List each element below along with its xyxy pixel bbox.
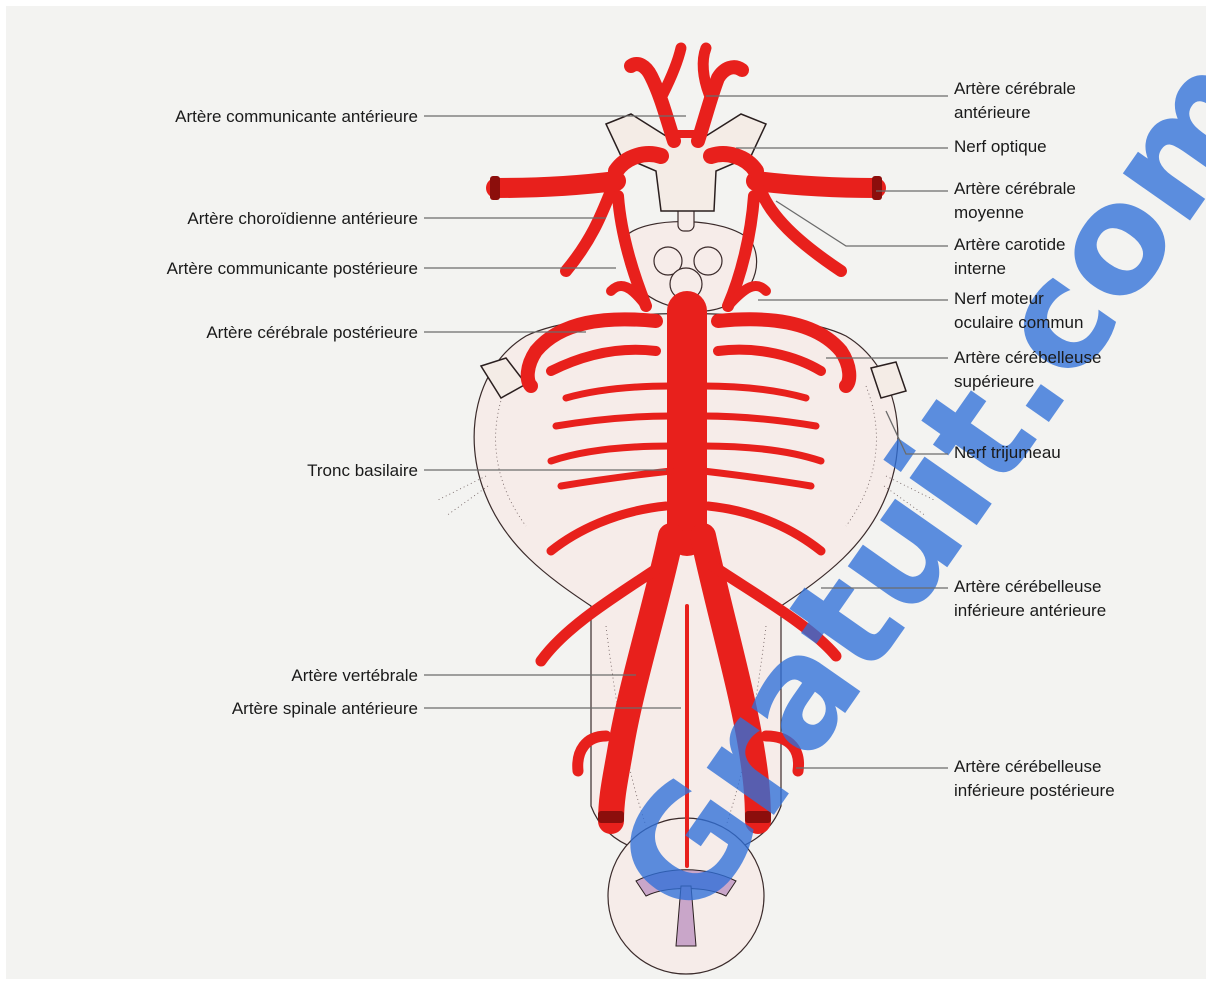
label-cerebelleuse-inf-posterieure-l1: Artère cérébelleuse — [954, 757, 1101, 776]
label-carotide-interne-l2: interne — [954, 259, 1006, 278]
labels-left: Artère communicante antérieure Artère ch… — [167, 107, 418, 718]
label-nerf-moteur-l2: oculaire commun — [954, 313, 1083, 332]
label-carotide-interne-l1: Artère carotide — [954, 235, 1066, 254]
label-cerebelleuse-inf-anterieure-l1: Artère cérébelleuse — [954, 577, 1101, 596]
label-communicante-posterieure: Artère communicante postérieure — [167, 259, 418, 278]
label-cerebrale-posterieure: Artère cérébrale postérieure — [206, 323, 418, 342]
label-cerebrale-anterieure-l1: Artère cérébrale — [954, 79, 1076, 98]
label-nerf-optique: Nerf optique — [954, 137, 1047, 156]
label-cerebrale-anterieure-l2: antérieure — [954, 103, 1031, 122]
label-vertebrale: Artère vertébrale — [291, 666, 418, 685]
label-cerebelleuse-superieure-l1: Artère cérébelleuse — [954, 348, 1101, 367]
label-communicante-anterieure: Artère communicante antérieure — [175, 107, 418, 126]
diagram-figure: Gratuit.com Artère communicante antérieu… — [6, 6, 1206, 979]
label-choroidienne-anterieure: Artère choroïdienne antérieure — [187, 209, 418, 228]
label-tronc-basilaire: Tronc basilaire — [307, 461, 418, 480]
label-cerebrale-moyenne-l1: Artère cérébrale — [954, 179, 1076, 198]
brain-arteries-svg: Gratuit.com Artère communicante antérieu… — [6, 6, 1206, 979]
label-nerf-moteur-l1: Nerf moteur — [954, 289, 1044, 308]
label-cerebrale-moyenne-l2: moyenne — [954, 203, 1024, 222]
label-cerebelleuse-inf-posterieure-l2: inférieure postérieure — [954, 781, 1115, 800]
label-nerf-trijumeau: Nerf trijumeau — [954, 443, 1061, 462]
label-cerebelleuse-inf-anterieure-l2: inférieure antérieure — [954, 601, 1106, 620]
label-spinale-anterieure: Artère spinale antérieure — [232, 699, 418, 718]
label-cerebelleuse-superieure-l2: supérieure — [954, 372, 1034, 391]
